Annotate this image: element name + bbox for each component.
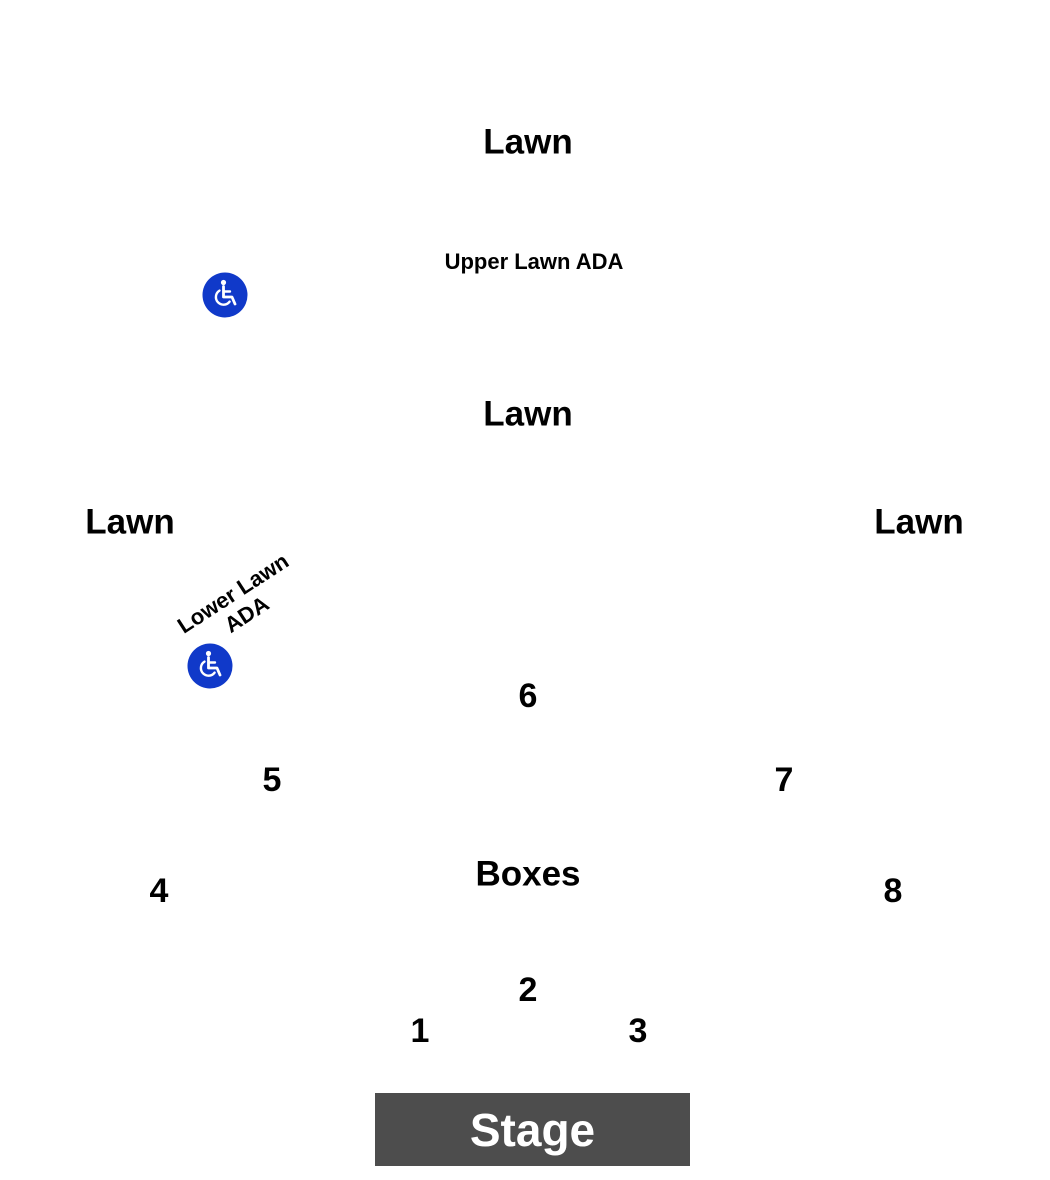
area-lawn-middle[interactable]: Lawn bbox=[483, 394, 573, 434]
area-boxes[interactable]: Boxes bbox=[475, 854, 581, 894]
area-lawn-right[interactable]: Lawn bbox=[874, 502, 964, 542]
wheelchair-icon bbox=[187, 643, 233, 689]
wheelchair-icon bbox=[202, 272, 248, 318]
area-upper-lawn-ada[interactable]: Upper Lawn ADA bbox=[444, 249, 624, 274]
section-1[interactable]: 1 bbox=[410, 1012, 430, 1050]
section-4[interactable]: 4 bbox=[149, 872, 169, 910]
section-2[interactable]: 2 bbox=[518, 971, 538, 1009]
section-7[interactable]: 7 bbox=[774, 761, 794, 799]
section-8[interactable]: 8 bbox=[883, 872, 903, 910]
section-5[interactable]: 5 bbox=[262, 761, 282, 799]
area-lawn-left[interactable]: Lawn bbox=[85, 502, 175, 542]
section-3[interactable]: 3 bbox=[628, 1012, 648, 1050]
stage-label: Stage bbox=[469, 1103, 596, 1156]
section-6[interactable]: 6 bbox=[518, 677, 538, 715]
stage: Stage bbox=[375, 1093, 690, 1166]
area-lawn-upper[interactable]: Lawn bbox=[483, 122, 573, 162]
